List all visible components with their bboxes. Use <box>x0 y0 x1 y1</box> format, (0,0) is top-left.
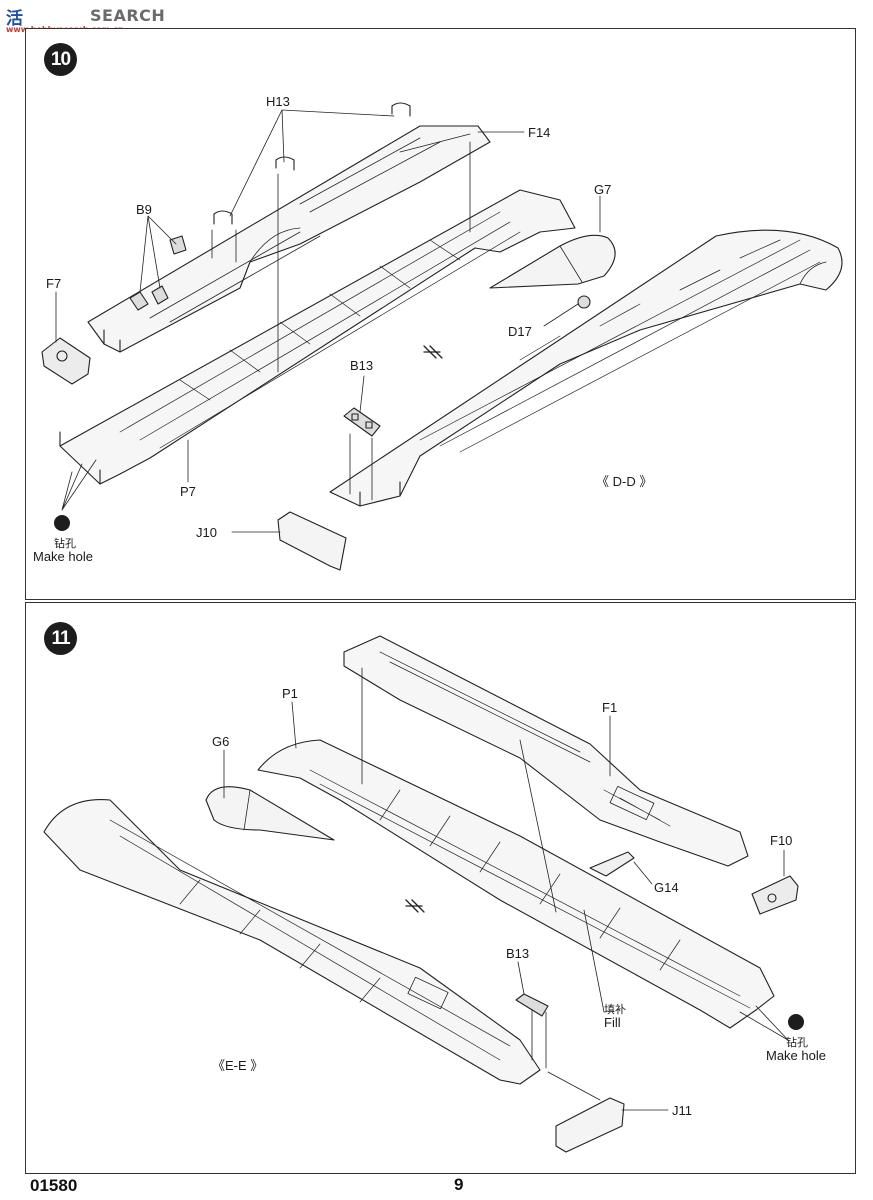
label-j11: J11 <box>672 1103 692 1118</box>
view-label-e-e: 《E-E 》 <box>212 1058 263 1073</box>
drill-note-cn: 钻孔 <box>786 1035 808 1049</box>
part-j10-drawing <box>277 511 347 571</box>
part-g7-drawing <box>489 234 616 289</box>
part-f14-drawing <box>87 125 491 353</box>
part-p7-drawing <box>59 189 576 485</box>
step-11-labels: P1 F1 G6 F10 G14 B13 J11 《E-E 》 填补 Fill … <box>212 686 826 1118</box>
view-label-d-d: 《 D-D 》 <box>596 474 652 489</box>
label-d17: D17 <box>508 324 532 339</box>
label-b13: B13 <box>506 946 529 961</box>
part-b13-drawing-a <box>343 407 381 437</box>
step-11-leader-lines <box>223 667 789 1111</box>
assembled-e-e-drawing <box>43 799 541 1085</box>
fill-note-en: Fill <box>604 1015 621 1030</box>
label-f14: F14 <box>528 125 550 140</box>
direction-arrow-1 <box>423 345 443 359</box>
part-f7-drawing <box>41 337 91 385</box>
label-b9: B9 <box>136 202 152 217</box>
watermark-en: SEARCH <box>90 6 166 25</box>
part-f10-drawing <box>751 875 799 915</box>
label-b13: B13 <box>350 358 373 373</box>
label-h13: H13 <box>266 94 290 109</box>
label-f7: F7 <box>46 276 61 291</box>
part-p1-drawing <box>257 739 775 1029</box>
part-d17-drawing <box>577 295 591 309</box>
product-code: 01580 <box>30 1176 78 1195</box>
label-g14: G14 <box>654 880 679 895</box>
part-b13-drawing-b <box>515 993 549 1017</box>
part-g6-drawing <box>205 786 335 841</box>
drill-icon <box>54 515 70 531</box>
label-g6: G6 <box>212 734 229 749</box>
page-number: 9 <box>454 1175 464 1194</box>
part-g14-drawing <box>589 851 635 877</box>
step-10-labels: H13 F14 B9 G7 F7 D17 B13 P7 J10 《 D-D 》 … <box>33 94 652 564</box>
assembled-d-d-drawing <box>329 229 843 507</box>
label-p1: P1 <box>282 686 298 701</box>
part-j11-drawing <box>555 1097 625 1153</box>
label-g7: G7 <box>594 182 611 197</box>
part-b9-drawing <box>129 235 187 311</box>
drill-note-en: Make hole <box>766 1048 826 1063</box>
drill-note-en: Make hole <box>33 549 93 564</box>
watermark-cn: 活 <box>6 9 24 29</box>
drill-note-cn: 钻孔 <box>54 536 76 550</box>
direction-arrow-2 <box>405 899 425 913</box>
step-11-badge: 11 <box>44 622 77 655</box>
part-f1-drawing <box>343 635 749 867</box>
fill-note-cn: 填补 <box>604 1002 626 1016</box>
drill-icon <box>788 1014 804 1030</box>
step-10-leader-lines <box>55 109 601 533</box>
label-j10: J10 <box>196 525 217 540</box>
step-10-badge: 10 <box>44 43 77 76</box>
label-f10: F10 <box>770 833 792 848</box>
label-p7: P7 <box>180 484 196 499</box>
label-f1: F1 <box>602 700 617 715</box>
part-h13-drawing <box>213 102 411 225</box>
